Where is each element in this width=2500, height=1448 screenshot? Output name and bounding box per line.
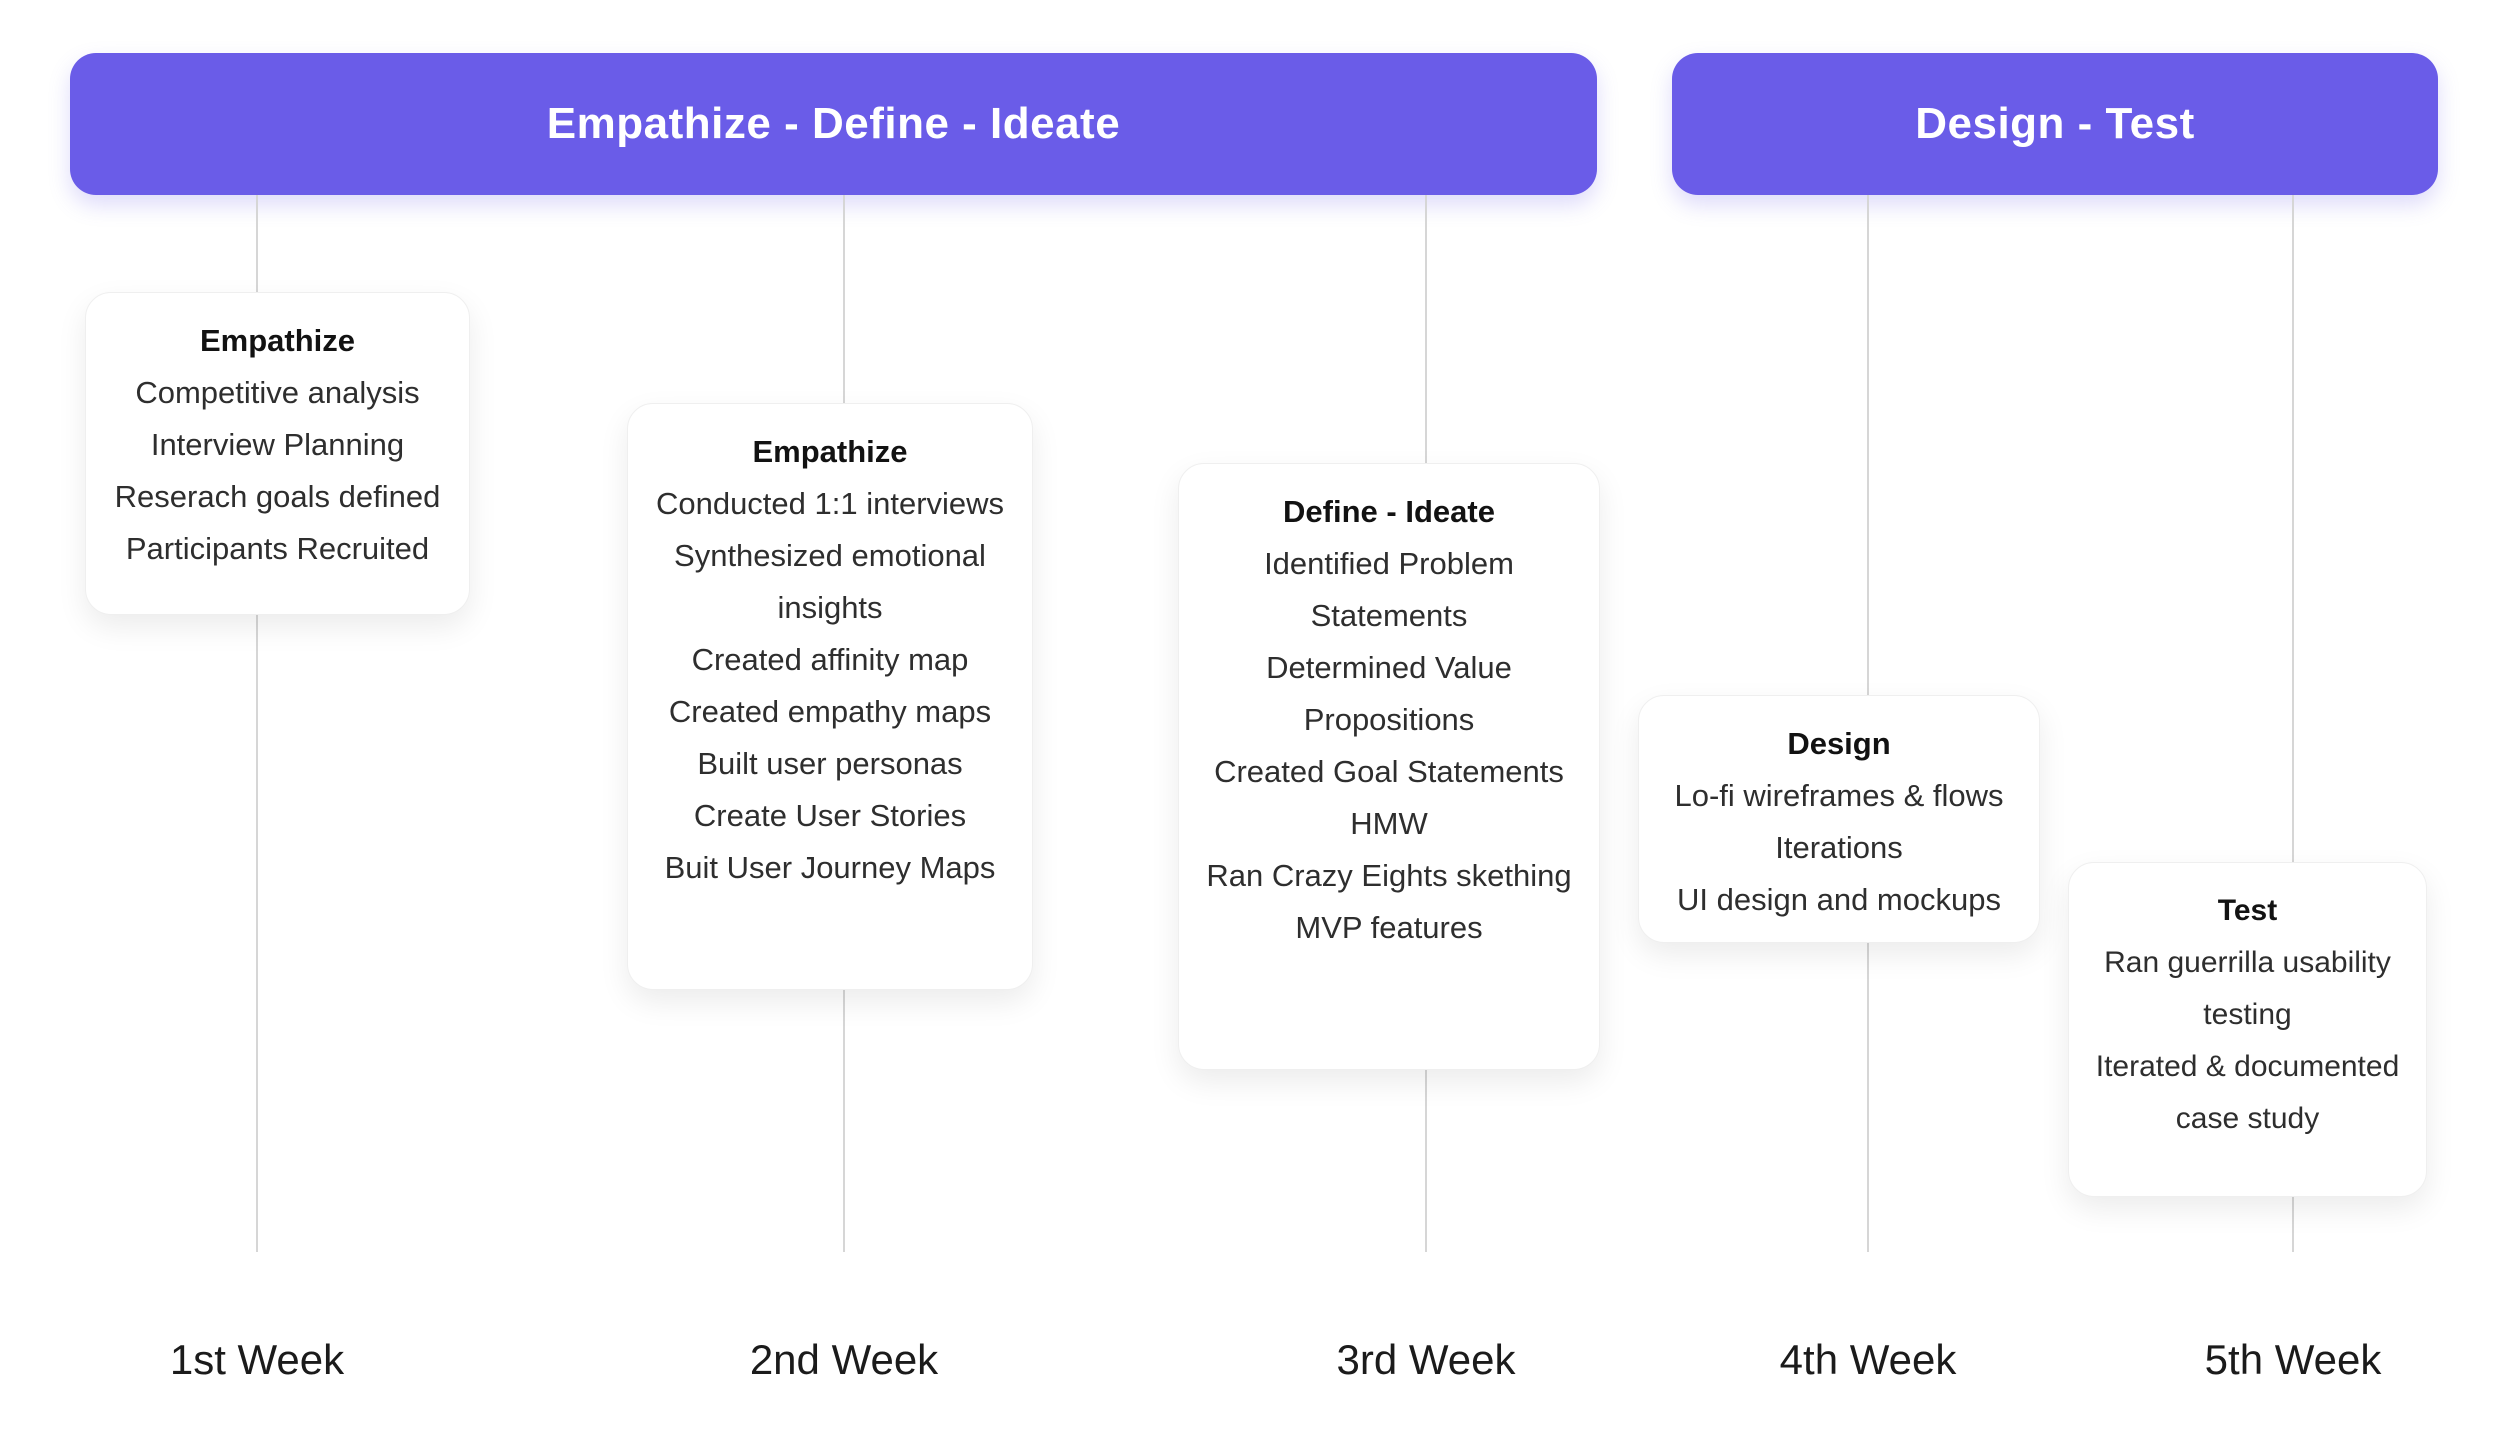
card-item: MVP features (1295, 910, 1483, 945)
card-item: Create User Stories (693, 798, 967, 833)
card-item: Iterated & documented case study (2095, 1050, 2400, 1135)
card-title: Test (2217, 894, 2278, 927)
card-item: Built user personas (697, 746, 963, 781)
card-item: Created Goal Statements (1214, 754, 1564, 789)
card-item: Conducted 1:1 interviews (655, 486, 1005, 521)
week-label-2: 2nd Week (749, 1336, 939, 1383)
week-card-3: Define - Ideate Identified Problem State… (1178, 463, 1600, 1070)
week-line-1 (256, 195, 258, 1252)
phase-banner-label: Design - Test (1915, 99, 2195, 148)
card-item: Iterations (1775, 830, 1903, 865)
card-item: Buit User Journey Maps (664, 850, 996, 885)
phase-banner-design-test: Design - Test (1672, 53, 2438, 195)
card-item: UI design and mockups (1677, 882, 2001, 917)
week-label-5: 5th Week (2204, 1336, 2382, 1383)
card-title: Design (1787, 726, 1891, 761)
card-title: Empathize (752, 434, 908, 469)
card-item: Identified Problem Statements (1264, 546, 1514, 633)
week-label-3: 3rd Week (1336, 1336, 1516, 1383)
card-item: Reserach goals defined (114, 479, 441, 514)
week-label-4: 4th Week (1779, 1336, 1957, 1383)
phase-banner-empathize-define-ideate: Empathize - Define - Ideate (70, 53, 1597, 195)
card-item: Interview Planning (150, 427, 405, 462)
card-title: Empathize (199, 323, 356, 358)
card-item: Synthesized emotional insights (674, 538, 986, 625)
week-label-1: 1st Week (169, 1336, 345, 1383)
card-item: Ran guerrilla usability testing (2104, 946, 2391, 1031)
card-item: Created affinity map (691, 642, 969, 677)
card-title: Define - Ideate (1283, 494, 1495, 529)
card-item: Lo-fi wireframes & flows (1674, 778, 2004, 813)
card-item: Competitive analysis (135, 375, 420, 410)
week-line-5 (2292, 195, 2294, 1252)
card-item: Created empathy maps (668, 694, 992, 729)
card-item: Determined Value Propositions (1266, 650, 1512, 737)
card-item: HMW (1350, 806, 1428, 841)
card-item: Participants Recruited (125, 531, 430, 566)
phase-banner-label: Empathize - Define - Ideate (546, 99, 1121, 148)
card-item: Ran Crazy Eights skething (1206, 858, 1572, 893)
